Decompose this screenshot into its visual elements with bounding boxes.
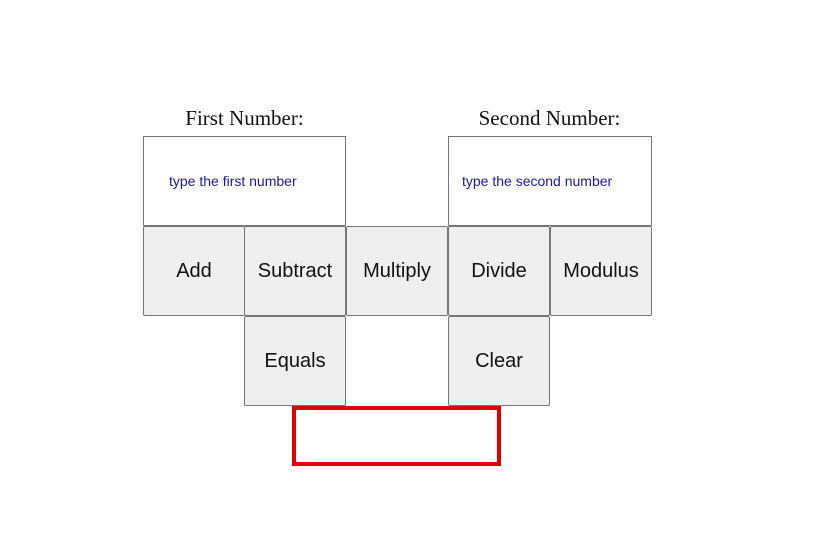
first-number-label: First Number: [185,106,304,130]
subtract-button[interactable]: Subtract [244,226,346,316]
second-number-input[interactable] [448,136,652,226]
equals-button[interactable]: Equals [244,316,346,406]
first-number-input[interactable] [143,136,346,226]
add-button[interactable]: Add [143,226,245,316]
modulus-button[interactable]: Modulus [550,226,652,316]
second-number-label: Second Number: [478,106,621,130]
divide-button[interactable]: Divide [448,226,550,316]
multiply-button[interactable]: Multiply [346,226,448,316]
result-display [292,406,501,466]
clear-button[interactable]: Clear [448,316,550,406]
